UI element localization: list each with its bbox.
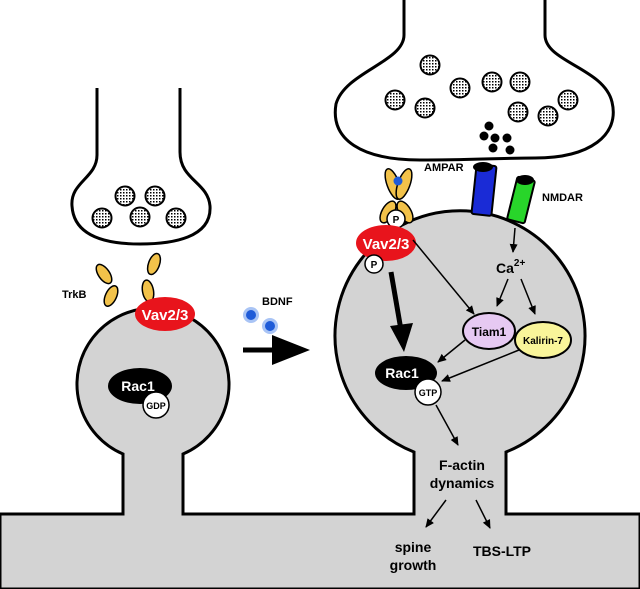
glutamate-dot-icon: [484, 121, 494, 131]
glutamate-release: [479, 121, 515, 155]
gtp-label: GTP: [419, 388, 438, 398]
presynaptic-terminal-right: [333, 0, 615, 162]
transition-arrow: [243, 335, 310, 365]
gtp-badge: [414, 378, 442, 406]
tbs-ltp-label: TBS-LTP: [473, 543, 531, 559]
glutamate-dot-icon: [479, 131, 489, 141]
vesicle-icon: [165, 207, 187, 229]
vesicle-icon: [91, 207, 113, 229]
bdnf-ligand-icon: [393, 176, 403, 186]
arrow-factin-to-spine-growth: [425, 499, 447, 528]
arrow-kalirin7-to-rac1: [441, 349, 520, 382]
arrow-nmdar-to-ca: [509, 227, 518, 253]
arrow-factin-to-tbs-ltp: [475, 499, 491, 529]
vesicle-icon: [129, 206, 151, 228]
ampar-label: AMPAR: [424, 162, 464, 174]
trkb-receptor-icon: [95, 263, 113, 285]
vav-label-right: Vav2/3: [363, 236, 410, 253]
nmdar-label: NMDAR: [542, 192, 583, 204]
vesicle-icon: [557, 89, 579, 111]
trkb-receptor-right: [379, 168, 414, 224]
tiam1-protein: [462, 312, 516, 350]
factin-label-line2: dynamics: [430, 475, 495, 491]
vesicle-icon: [507, 101, 529, 123]
factin-label-line1: F-actin: [439, 457, 485, 473]
vesicle-icon: [537, 105, 559, 127]
vesicle-group-left: [91, 185, 187, 229]
vesicle-icon: [414, 97, 436, 119]
vesicle-group-right: [384, 54, 579, 127]
glutamate-dot-icon: [490, 133, 500, 143]
arrow-ca-to-kalirin7: [520, 278, 536, 315]
vesicle-icon: [384, 89, 406, 111]
trkb-receptor-left: [95, 252, 162, 307]
rac1-label-left: Rac1: [121, 378, 155, 394]
vav-label-left: Vav2/3: [142, 307, 189, 324]
glutamate-dot-icon: [502, 133, 512, 143]
bdnf-ligands: [243, 307, 278, 334]
trkb-receptor-icon: [146, 252, 162, 276]
arrow-vav-to-rac1: [388, 271, 413, 352]
vesicle-icon: [481, 71, 503, 93]
vesicle-icon: [509, 71, 531, 93]
bdnf-ligand-icon: [246, 310, 256, 320]
rac1-label-right: Rac1: [385, 365, 419, 381]
trkb-receptor-icon: [103, 285, 119, 307]
gdp-label: GDP: [146, 401, 166, 411]
nmdar-receptor: [506, 175, 536, 225]
bdnf-ligand-icon: [265, 321, 275, 331]
phospho-label-top: P: [393, 215, 400, 226]
phospho-label-bottom: P: [371, 260, 378, 271]
vav-protein-left: [135, 297, 195, 331]
calcium-label: Ca2+: [496, 258, 525, 276]
vav-protein-right: [356, 225, 416, 261]
kalirin7-protein: [514, 321, 572, 359]
presynaptic-terminal-left: [70, 88, 212, 246]
trkb-label: TrkB: [62, 289, 87, 301]
spine-growth-label-line1: spine: [395, 539, 432, 555]
arrow-tiam1-to-rac1: [437, 339, 466, 363]
ampar-receptor: [470, 162, 498, 217]
arrow-vav-to-tiam1: [412, 239, 475, 315]
pathway-arrows: [412, 227, 536, 529]
gdp-badge: [142, 391, 170, 419]
glutamate-dot-icon: [488, 143, 498, 153]
glutamate-dot-icon: [505, 145, 515, 155]
vesicle-icon: [114, 185, 136, 207]
arrow-rac1-to-factin: [435, 404, 459, 446]
dendrite-and-spines: [0, 209, 640, 589]
phospho-badge-bottom: [364, 254, 384, 274]
vesicle-icon: [449, 77, 471, 99]
bdnf-label: BDNF: [262, 296, 293, 308]
arrow-ca-to-tiam1: [496, 278, 509, 307]
vesicle-icon: [144, 185, 166, 207]
kalirin7-label: Kalirin-7: [523, 336, 563, 347]
spine-growth-label-line2: growth: [390, 557, 437, 573]
tiam1-label: Tiam1: [472, 325, 507, 339]
vesicle-icon: [419, 54, 441, 76]
